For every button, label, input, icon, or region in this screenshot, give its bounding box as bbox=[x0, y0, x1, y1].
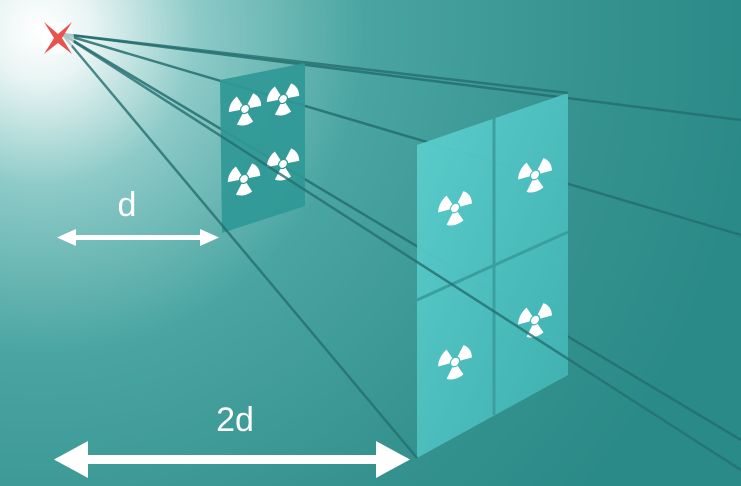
ray-mid bbox=[61, 32, 741, 472]
ray-upper bbox=[61, 32, 741, 237]
ray-near-top bbox=[61, 32, 569, 95]
far-distance-arrow bbox=[54, 441, 410, 478]
ray-near-bottom bbox=[61, 33, 418, 459]
radiation-source-star-icon bbox=[42, 22, 74, 54]
rays-front bbox=[61, 32, 741, 472]
near-distance-label: d bbox=[118, 186, 137, 224]
far-distance-label: 2d bbox=[216, 401, 254, 439]
far-panel bbox=[416, 93, 569, 458]
near-panel bbox=[220, 63, 305, 233]
ray-lower bbox=[61, 32, 741, 442]
far-panel-grid bbox=[416, 118, 569, 415]
near-distance-arrow bbox=[57, 229, 219, 246]
